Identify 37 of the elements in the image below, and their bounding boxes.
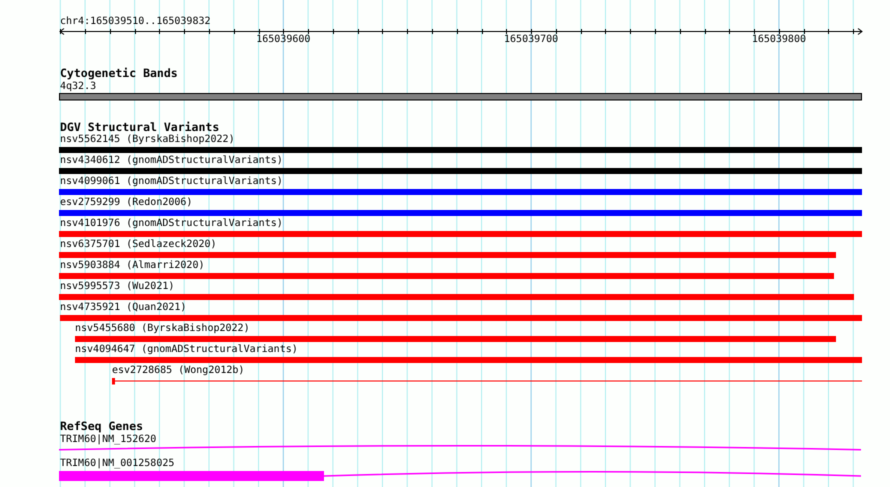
- track-title: Cytogenetic Bands: [60, 67, 178, 80]
- variant-label: nsv5995573 (Wu2021): [60, 281, 174, 293]
- variant-bar: [59, 252, 836, 258]
- gene-model: [59, 445, 861, 451]
- variant-bar: [59, 168, 862, 174]
- variant-label: esv2759299 (Redon2006): [60, 197, 192, 209]
- tick-label: 165039600: [256, 34, 310, 46]
- variant-label: nsv5903884 (Almarri2020): [60, 260, 204, 272]
- variant-label: nsv5455680 (ByrskaBishop2022): [75, 323, 250, 335]
- variant-bar: [75, 357, 862, 363]
- gene-label: TRIM60|NM_152620: [60, 434, 156, 446]
- variant-bar: [60, 315, 862, 321]
- gene-label: TRIM60|NM_001258025: [60, 458, 174, 470]
- variant-label: nsv6375701 (Sedlazeck2020): [60, 239, 217, 251]
- variant-label: nsv4099061 (gnomADStructuralVariants): [60, 176, 283, 188]
- variant-bar: [59, 210, 862, 216]
- gene-model: [59, 470, 861, 480]
- cytoband-bar: [59, 93, 862, 100]
- tick-label: 165039800: [752, 34, 806, 46]
- variant-bar: [59, 231, 862, 237]
- variant-bar: [59, 294, 854, 300]
- variant-bar: [59, 189, 862, 195]
- track-title: RefSeq Genes: [60, 420, 144, 433]
- variant-bar: [59, 147, 862, 153]
- variant-bar: [112, 378, 862, 384]
- variant-label: nsv4340612 (gnomADStructuralVariants): [60, 155, 283, 167]
- band-label: 4q32.3: [60, 80, 96, 92]
- variant-label: nsv4101976 (gnomADStructuralVariants): [60, 218, 283, 230]
- variant-label: nsv4094647 (gnomADStructuralVariants): [75, 344, 298, 356]
- variant-bar: [59, 273, 834, 279]
- variant-bar: [75, 336, 836, 342]
- variant-label: nsv5562145 (ByrskaBishop2022): [60, 134, 235, 146]
- tick-label: 165039700: [504, 34, 558, 46]
- track-title: DGV Structural Variants: [60, 121, 220, 134]
- variant-label: nsv4735921 (Quan2021): [60, 302, 186, 314]
- variant-label: esv2728685 (Wong2012b): [112, 365, 244, 377]
- locus-label: chr4:165039510..165039832: [60, 16, 211, 28]
